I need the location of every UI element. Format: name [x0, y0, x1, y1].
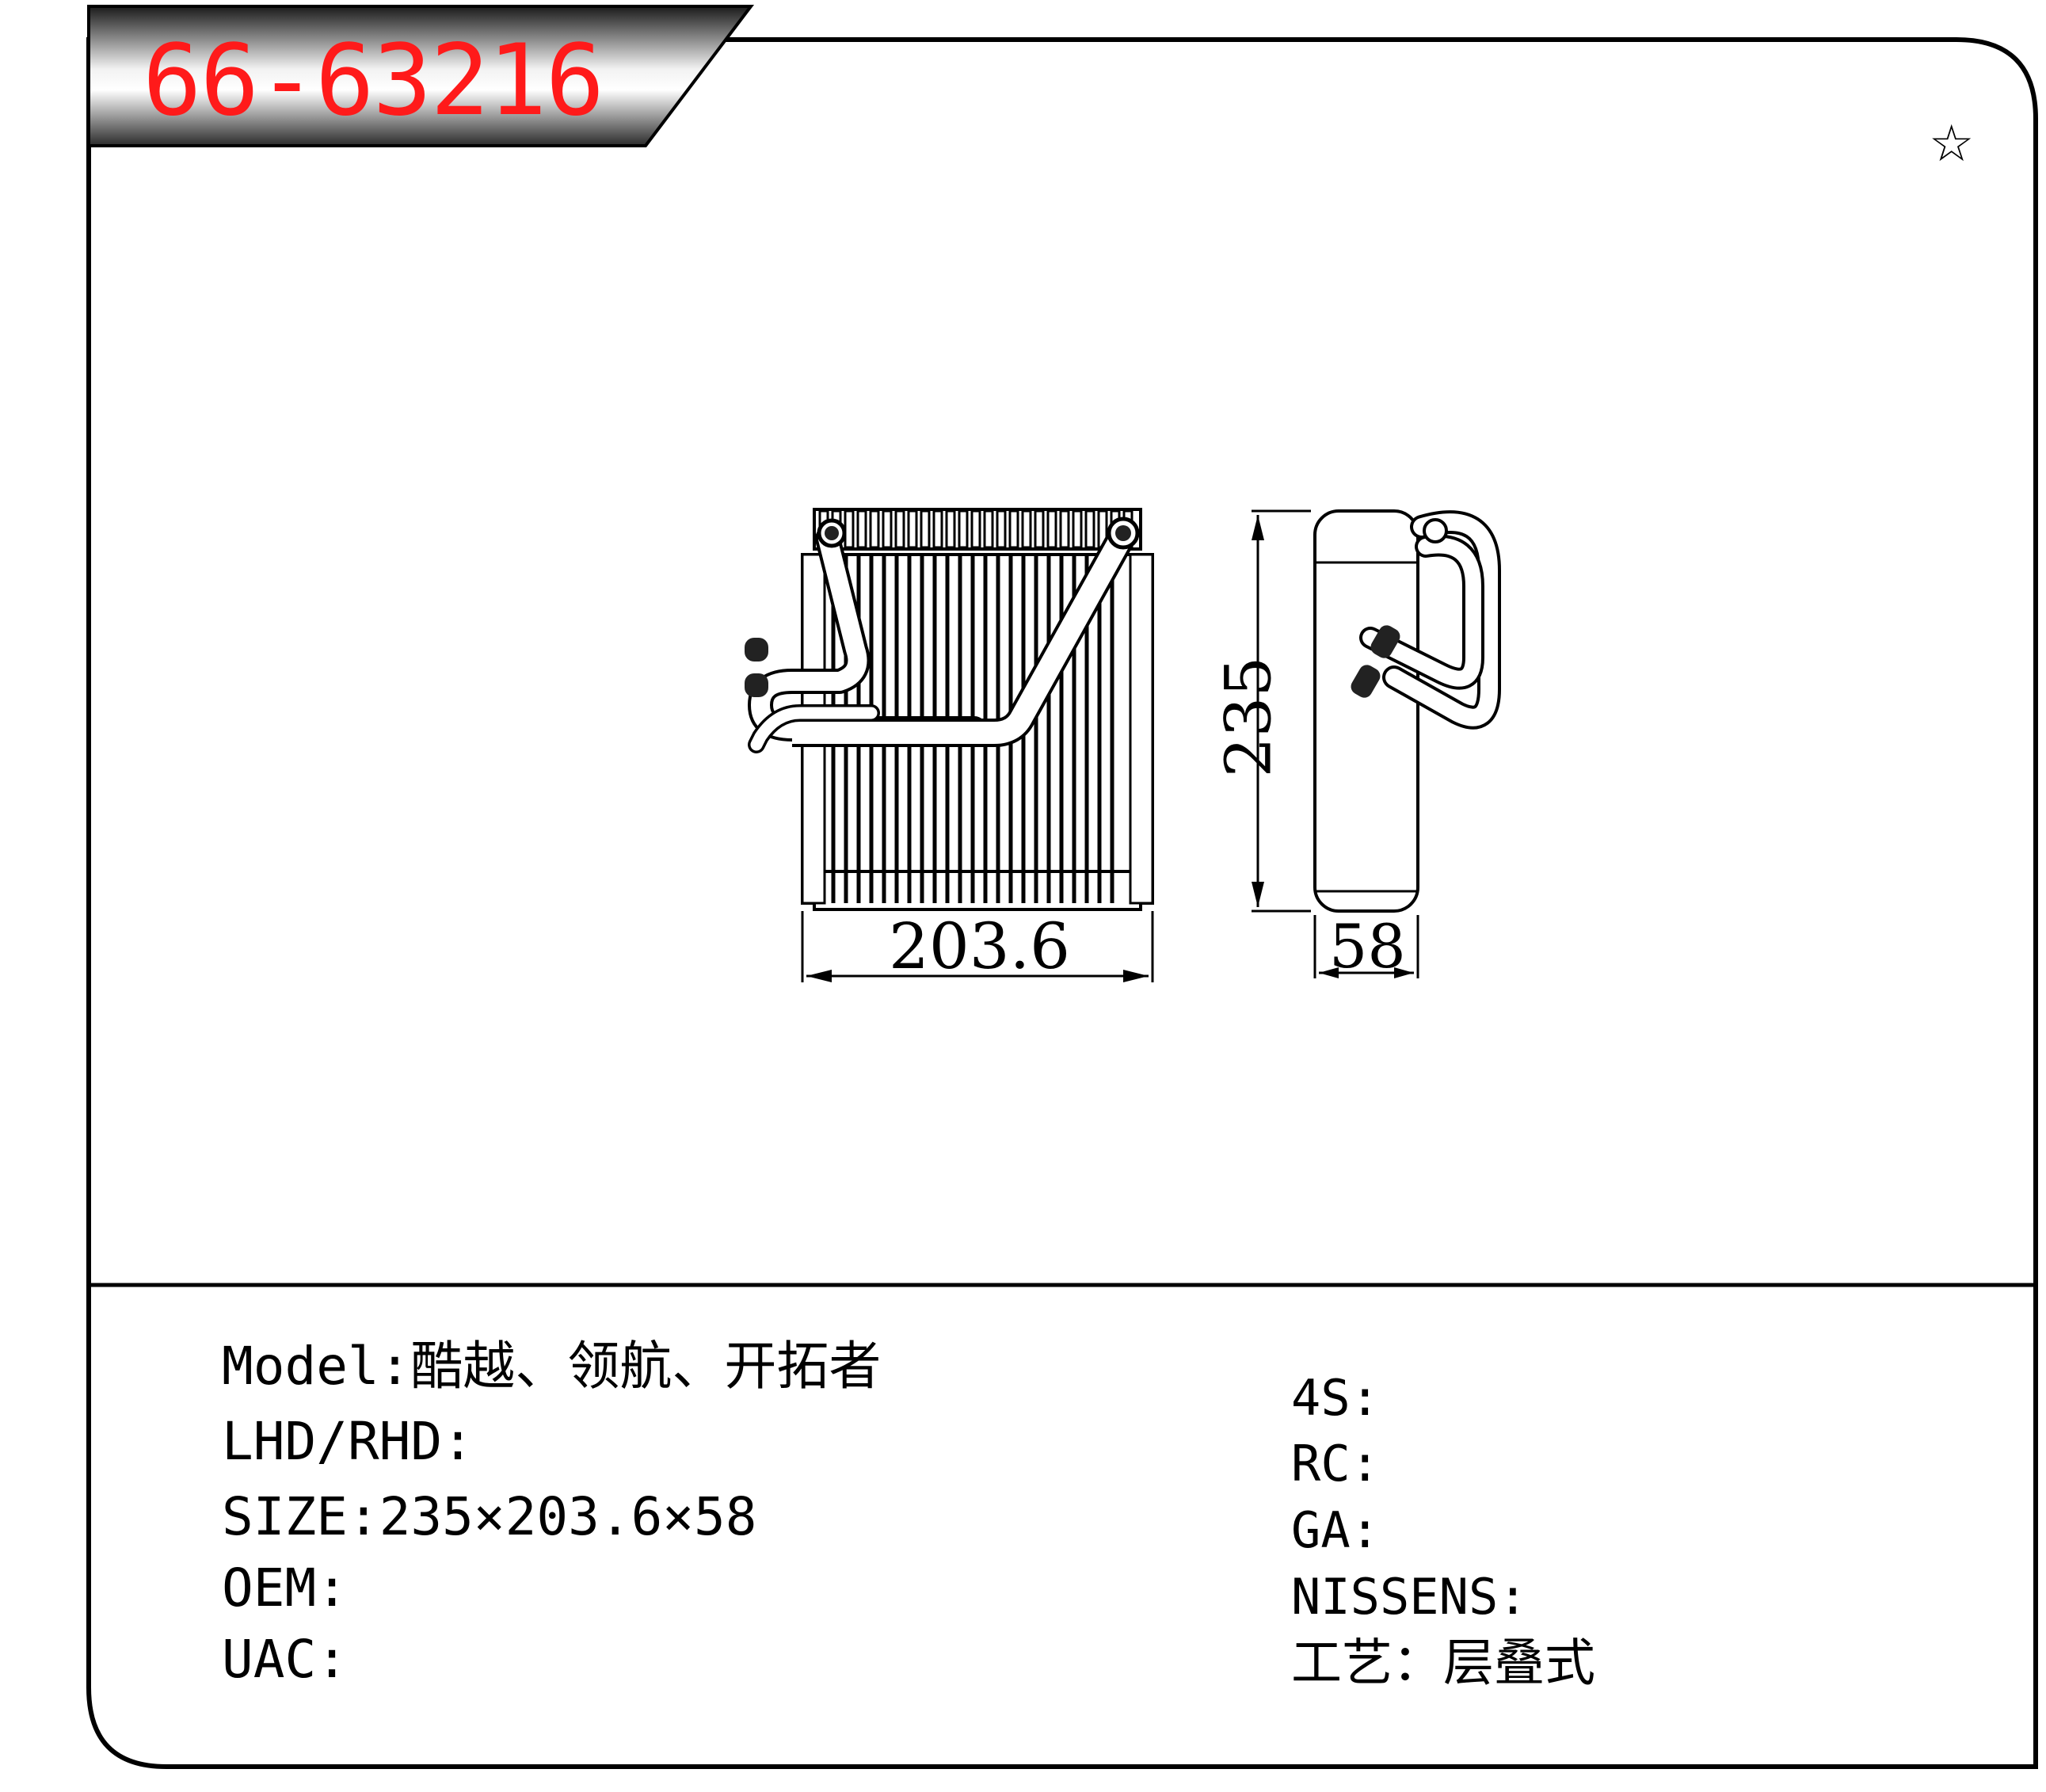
spec-ga: GA:	[1291, 1499, 1380, 1562]
height-dimension	[1252, 509, 1311, 913]
header-plate	[1084, 509, 1095, 549]
depth-dimension-label: 58	[1329, 911, 1406, 982]
header-plate	[983, 509, 994, 549]
spec-rc-key: RC:	[1291, 1435, 1380, 1493]
side-view-evaporator	[1313, 509, 1501, 913]
spec-size: SIZE:235×203.6×58	[222, 1485, 757, 1549]
header-plate	[1034, 509, 1045, 549]
spec-model-key: Model:	[222, 1336, 411, 1397]
spec-nissens: NISSENS:	[1291, 1565, 1528, 1629]
header-plate	[1046, 509, 1057, 549]
header-plate	[970, 509, 981, 549]
spec-oem: OEM:	[222, 1557, 348, 1620]
outer-frame	[86, 37, 2038, 1769]
spec-model-value: 酷越、领航、开拓者	[410, 1336, 882, 1397]
spec-size-key: SIZE:	[222, 1486, 379, 1547]
header-plate	[856, 509, 867, 549]
spec-ga-key: GA:	[1291, 1501, 1380, 1559]
spec-nissens-key: NISSENS:	[1291, 1568, 1528, 1626]
header-plate	[920, 509, 931, 549]
depth-dimension	[1313, 915, 1419, 978]
header-plate	[869, 509, 880, 549]
star-icon: ☆	[1929, 115, 1975, 173]
spec-uac: UAC:	[222, 1628, 348, 1691]
spec-process: 工艺：层叠式	[1291, 1632, 1595, 1695]
header-plate	[1072, 509, 1083, 549]
header-plate	[932, 509, 943, 549]
header-plate	[945, 509, 956, 549]
front-view-evaporator	[745, 508, 1154, 911]
header-plate	[958, 509, 969, 549]
spec-uac-key: UAC:	[222, 1629, 348, 1690]
spec-process-value: 层叠式	[1443, 1634, 1595, 1693]
spec-lhd-rhd-key: LHD/RHD:	[222, 1411, 474, 1472]
header-plate	[1021, 509, 1032, 549]
spec-oem-key: OEM:	[222, 1558, 348, 1619]
spec-lhd-rhd: LHD/RHD:	[222, 1410, 474, 1474]
header-plate	[882, 509, 893, 549]
header-plate	[1059, 509, 1070, 549]
width-dimension-label: 203.6	[889, 909, 1071, 983]
spec-model: Model:酷越、领航、开拓者	[222, 1335, 881, 1398]
header-plate	[996, 509, 1007, 549]
title-banner	[87, 5, 755, 147]
spec-4s: 4S:	[1291, 1367, 1380, 1430]
spec-4s-key: 4S:	[1291, 1369, 1380, 1427]
height-dimension-label: 235	[1211, 656, 1286, 778]
header-plate	[907, 509, 918, 549]
header-plate	[1008, 509, 1019, 549]
header-plate	[894, 509, 905, 549]
spec-process-key: 工艺：	[1291, 1634, 1443, 1693]
width-dimension	[801, 911, 1154, 982]
part-number: 66-63216	[143, 24, 604, 138]
spec-size-value: 235×203.6×58	[379, 1486, 757, 1547]
header-plate	[844, 509, 855, 549]
spec-rc: RC:	[1291, 1432, 1380, 1496]
